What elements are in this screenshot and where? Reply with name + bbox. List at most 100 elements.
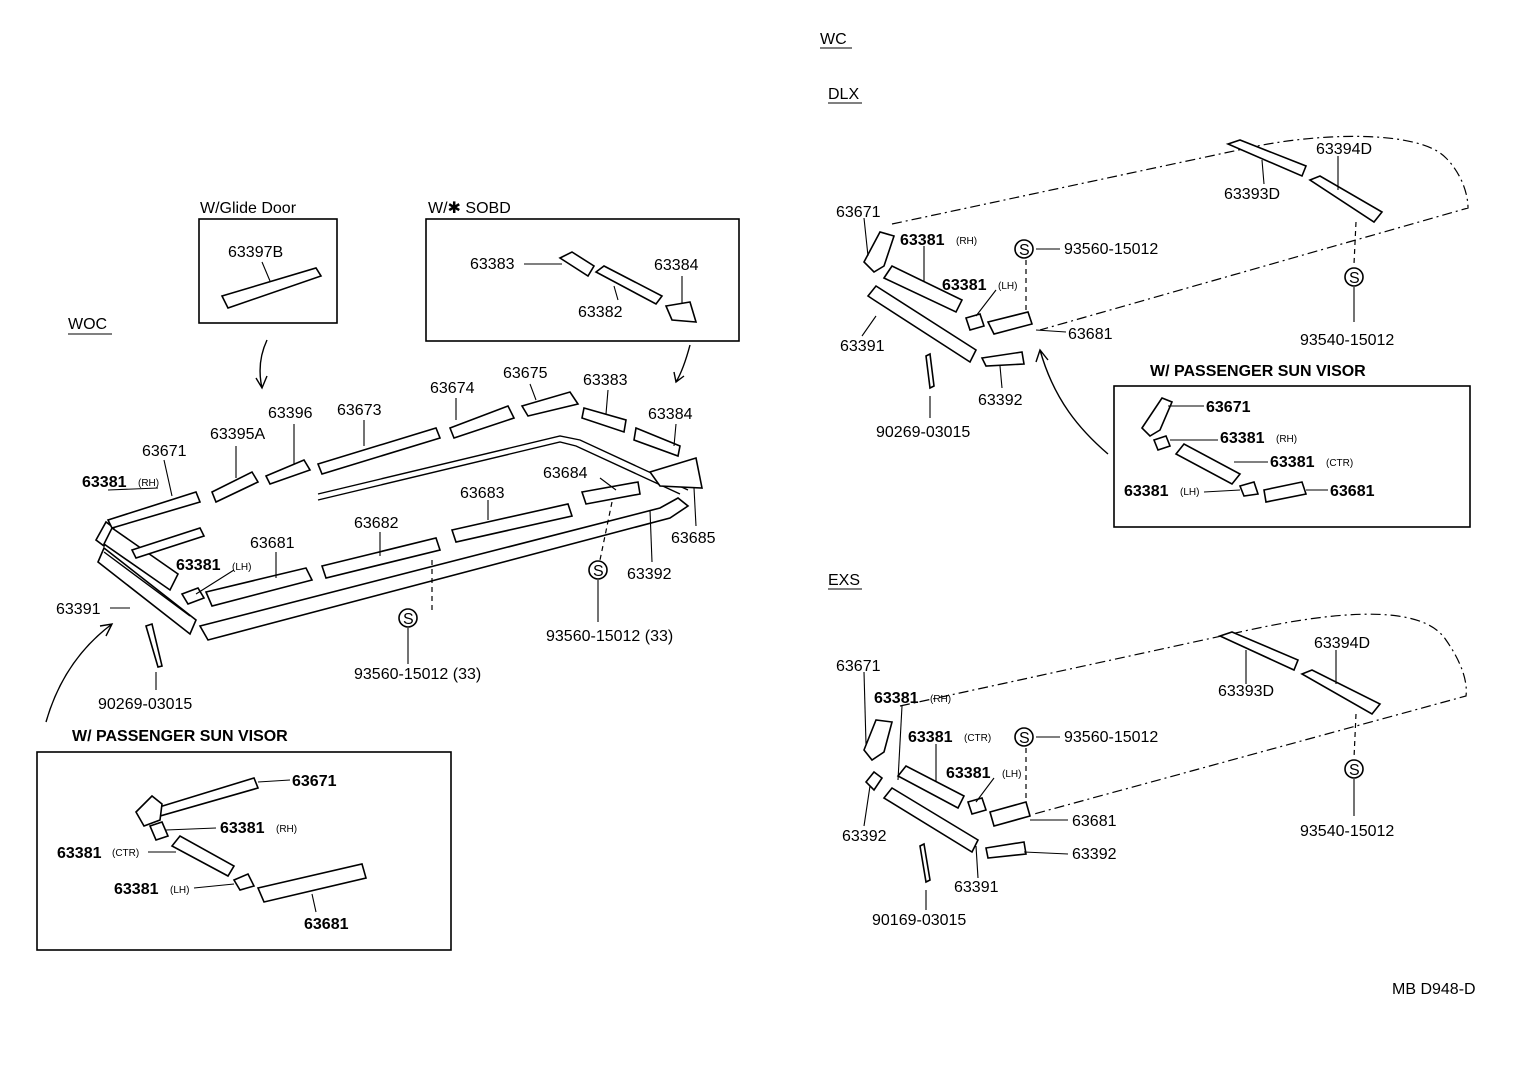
woc-visor-suffix-lh: (LH) [170,885,189,896]
dlx-visor-63671-shape [1140,397,1174,438]
woc-label-63681: 63681 [250,535,295,552]
dlx-visor-63381ctr-shape [1174,442,1242,486]
dlx-visor-label-63381-ctr: 63381 [1270,454,1315,471]
sobd-arrow [673,344,691,384]
sobd-63382-shape [594,265,664,306]
woc-label-63383: 63383 [583,372,628,389]
woc-visor-header: W/ PASSENGER SUN VISOR [72,728,288,745]
exs-label-63392-b: 63392 [1072,846,1117,863]
part-63397b-shape [220,267,323,309]
woc-label-63392: 63392 [627,566,672,583]
exs-s-symbol-a [1014,727,1034,747]
glide-door-arrow [255,339,268,390]
glide-door-group: W/Glide Door 63397B [198,200,338,390]
dlx-label-63671: 63671 [836,204,881,221]
exs-63381ctr-shape [896,764,966,810]
section-wc: WC [820,31,847,48]
sobd-part-63382: 63382 [578,304,623,321]
section-woc: WOC [68,316,107,333]
dlx-visor-63681-shape [1263,481,1308,503]
dlx-visor-group: W/ PASSENGER SUN VISOR 63671 63381 (RH) … [1113,363,1471,528]
woc-63384-shape [633,426,681,458]
sobd-part-63384: 63384 [654,257,699,274]
exs-roof-outline [899,613,1467,815]
exs-63394d-shape [1300,669,1382,716]
exs-s-symbol-b [1344,759,1364,779]
woc-suffix-rh: (RH) [138,478,159,489]
woc-s-letter-a: S [403,611,414,628]
woc-label-93560-b: 93560-15012 (33) [546,628,673,645]
woc-label-63381-lh: 63381 [176,557,221,574]
woc-label-63671: 63671 [142,443,187,460]
woc-visor-suffix-rh: (RH) [276,824,297,835]
glide-door-box [198,218,338,324]
woc-label-63395a: 63395A [210,426,265,443]
woc-63391-shape [97,546,197,636]
dlx-s-letter-b: S [1349,270,1360,287]
dlx-visor-label-63681: 63681 [1330,483,1375,500]
dlx-63381lh-shape [964,313,986,331]
exs-s-letter-b: S [1349,762,1360,779]
woc-63383-shape [581,406,627,434]
sobd-63383-shape [558,251,596,278]
exs-label-63681: 63681 [1072,813,1117,830]
woc-visor-label-63381-ctr: 63381 [57,845,102,862]
section-dlx: DLX [828,86,859,103]
woc-63671-shape [106,491,202,529]
exs-label-93560: 93560-15012 [1064,729,1158,746]
exs-label-90169: 90169-03015 [872,912,966,929]
exs-suffix-ctr: (CTR) [964,733,991,744]
woc-assembly: S S 63675 63674 63383 63384 63673 63396 … [45,365,716,723]
dlx-assembly: S S 63394D 63393D 63671 63381 (RH) 93560… [836,135,1469,455]
woc-label-63675: 63675 [503,365,548,382]
dlx-63391-shape [866,284,978,364]
exs-label-63391: 63391 [954,879,999,896]
woc-label-63684: 63684 [543,465,588,482]
woc-63682-shape [320,537,442,579]
dlx-90269-shape [925,352,935,390]
woc-63673-shape [316,427,442,475]
dlx-visor-suffix-ctr: (CTR) [1326,458,1353,469]
dlx-visor-suffix-rh: (RH) [1276,434,1297,445]
woc-label-63682: 63682 [354,515,399,532]
exs-63681-shape [989,801,1031,827]
dlx-label-63381-lh: 63381 [942,277,987,294]
woc-suffix-lh: (LH) [232,562,251,573]
woc-63681-shape [204,567,314,607]
exs-suffix-lh: (LH) [1002,769,1021,780]
dlx-visor-header: W/ PASSENGER SUN VISOR [1150,363,1366,380]
woc-63683-shape [450,503,574,543]
dlx-63681-shape [986,311,1034,335]
exs-s-letter-a: S [1019,730,1030,747]
woc-63395a-shape [210,470,260,504]
woc-63684-shape [580,481,641,505]
woc-visor-63381rh-shape [148,821,170,841]
woc-visor-suffix-ctr: (CTR) [112,848,139,859]
dlx-visor-63381lh-shape [1238,481,1260,497]
section-headers: WOC WC DLX EXS [68,31,862,590]
section-exs: EXS [828,572,860,589]
part-63397b: 63397B [228,244,283,261]
exs-label-63392-a: 63392 [842,828,887,845]
woc-s-letter-b: S [593,563,604,580]
woc-visor-label-63381-lh: 63381 [114,881,159,898]
dlx-s-symbol-b [1344,267,1364,287]
exs-label-63393d: 63393D [1218,683,1274,700]
dlx-63392-shape [980,351,1025,367]
dlx-visor-arrow [1035,348,1109,455]
dlx-roof-outline [891,135,1469,331]
dlx-label-93560: 93560-15012 [1064,241,1158,258]
sobd-63384-shape [664,301,698,323]
dlx-suffix-lh: (LH) [998,281,1017,292]
exs-63391-shape [882,786,980,854]
exs-63671-shape [863,719,894,762]
exs-63392b-shape [985,841,1027,859]
dlx-s-letter-a: S [1019,242,1030,259]
woc-visor-group: W/ PASSENGER SUN VISOR 63671 63381 (RH) … [36,728,452,951]
woc-63685-shape [648,456,703,489]
woc-label-63391: 63391 [56,601,101,618]
woc-label-90269: 90269-03015 [98,696,192,713]
woc-63392-rail-shape [198,497,690,641]
drawing-code: MB D948-D [1392,981,1476,998]
